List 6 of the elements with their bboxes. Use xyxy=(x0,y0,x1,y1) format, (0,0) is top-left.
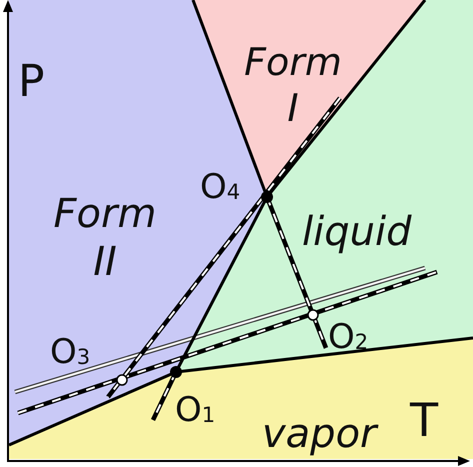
phase-label: liquid xyxy=(302,212,412,252)
phase-label: Form II xyxy=(52,190,158,286)
phase-label: vapor xyxy=(262,414,376,454)
axis-label: T xyxy=(410,397,438,443)
axis-label: P xyxy=(18,60,45,104)
phase-label: Form I xyxy=(243,40,343,132)
